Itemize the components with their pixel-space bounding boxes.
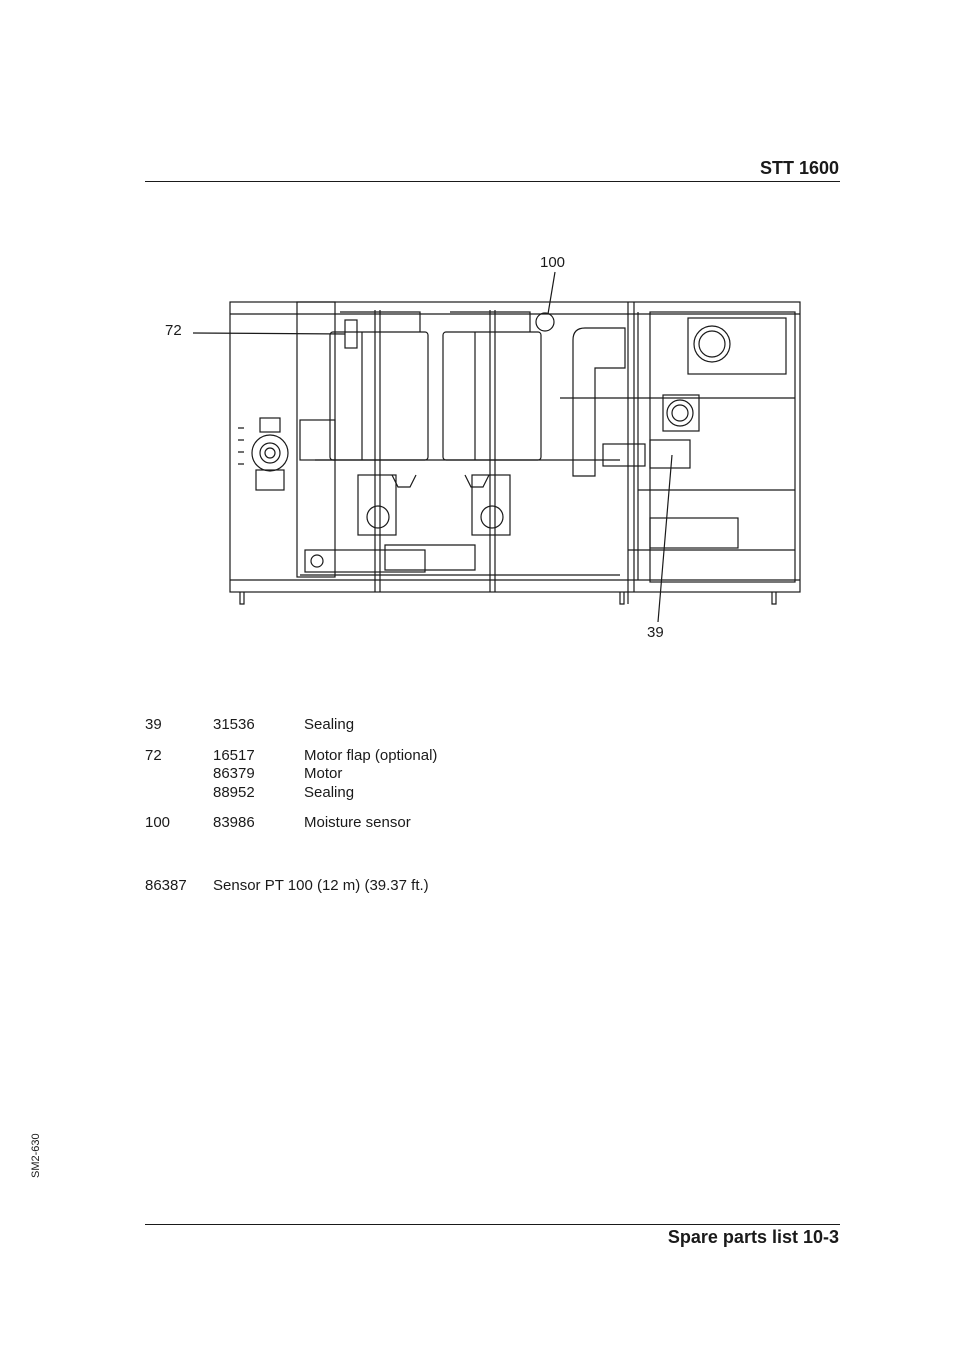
sensor-name: Sensor PT 100 (12 m) (39.37 ft.) bbox=[213, 877, 429, 894]
outer-frame bbox=[229, 301, 801, 593]
part-position: 39 bbox=[145, 716, 162, 733]
parts-group-39: 39 31536 Sealing bbox=[145, 716, 437, 735]
moisture-sensor bbox=[535, 312, 555, 332]
document-code: SM2-630 bbox=[30, 1133, 42, 1178]
air-duct bbox=[572, 327, 626, 477]
filter-left bbox=[329, 331, 429, 461]
part-name: Sealing bbox=[304, 716, 355, 733]
part-row: 39 31536 Sealing bbox=[145, 716, 437, 735]
part-row: 88952 Sealing bbox=[145, 784, 437, 803]
part-number: 16517 bbox=[213, 746, 255, 764]
parts-list: 39 31536 Sealing 72 16517 Motor flap (op… bbox=[145, 716, 437, 845]
part-name: Moisture sensor bbox=[304, 814, 411, 831]
part-position: 72 bbox=[145, 746, 162, 764]
filter-right bbox=[442, 331, 542, 461]
part-name: Motor flap (optional) bbox=[304, 746, 438, 764]
sensor-number: 86387 bbox=[145, 877, 187, 894]
part-row: 100 83986 Moisture sensor bbox=[145, 814, 437, 833]
part-row: 72 16517 Motor flap (optional) bbox=[145, 747, 437, 766]
page-title: STT 1600 bbox=[759, 158, 839, 178]
part-name: Motor bbox=[304, 765, 343, 782]
part-position: 100 bbox=[145, 814, 171, 831]
parts-group-100: 100 83986 Moisture sensor bbox=[145, 814, 437, 833]
sensor-entry: 86387 Sensor PT 100 (12 m) (39.37 ft.) bbox=[145, 877, 429, 894]
part-number: 83986 bbox=[213, 814, 255, 831]
callout-39: 39 bbox=[647, 624, 664, 641]
left-column bbox=[296, 301, 336, 578]
part-number: 88952 bbox=[213, 783, 255, 801]
part-number: 86379 bbox=[213, 765, 255, 782]
unit-drawing-svg bbox=[192, 271, 801, 623]
leader-100 bbox=[547, 271, 556, 315]
part-row: 86379 Motor bbox=[145, 765, 437, 784]
callout-72: 72 bbox=[165, 322, 182, 339]
motor-circle bbox=[251, 434, 289, 472]
part-name: Sealing bbox=[304, 783, 355, 801]
part-number: 31536 bbox=[213, 716, 255, 733]
footer-title: Spare parts list 10-3 bbox=[667, 1227, 839, 1247]
leader-72 bbox=[192, 332, 346, 335]
technical-drawing: 100 72 39 bbox=[160, 250, 820, 650]
leader-39 bbox=[657, 454, 673, 623]
parts-group-72: 72 16517 Motor flap (optional) 86379 Mot… bbox=[145, 747, 437, 803]
header-rule bbox=[145, 181, 840, 182]
footer-rule bbox=[145, 1224, 840, 1225]
callout-100: 100 bbox=[540, 254, 566, 271]
